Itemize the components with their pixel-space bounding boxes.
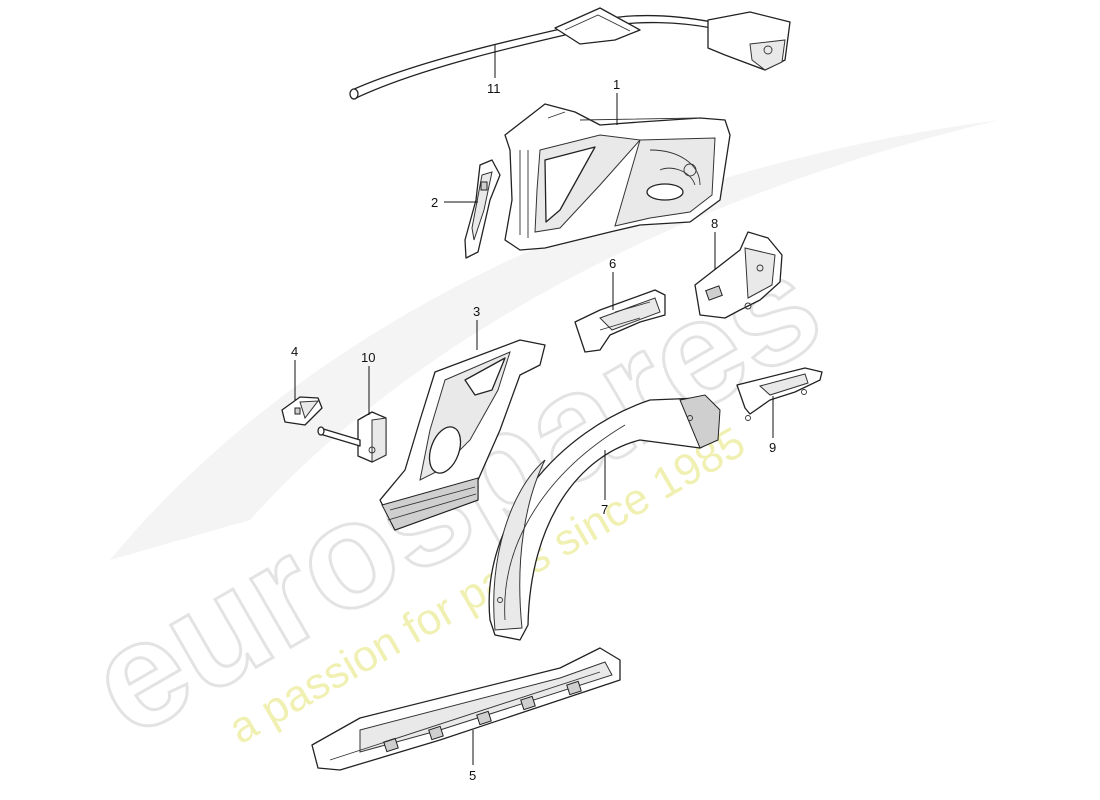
callout-1: 1 bbox=[613, 77, 620, 92]
callout-7: 7 bbox=[601, 502, 608, 517]
part-10-block[interactable] bbox=[317, 411, 387, 463]
part-2-pillar[interactable] bbox=[464, 159, 501, 259]
callout-5: 5 bbox=[469, 768, 476, 783]
callout-8: 8 bbox=[711, 216, 718, 231]
callout-11: 11 bbox=[487, 81, 501, 96]
part-3-inner-quarter-panel[interactable] bbox=[379, 339, 546, 531]
callout-4: 4 bbox=[291, 344, 298, 359]
part-8-plate[interactable] bbox=[694, 231, 783, 319]
part-4-bracket[interactable] bbox=[281, 396, 323, 426]
callout-10: 10 bbox=[361, 350, 375, 365]
sill-holes bbox=[383, 680, 582, 753]
callout-6: 6 bbox=[609, 256, 616, 271]
part-11-roof-rail[interactable] bbox=[349, 7, 791, 100]
part-7-wheel-arch[interactable] bbox=[488, 394, 721, 641]
part-9-rail-bracket[interactable] bbox=[736, 367, 823, 421]
callout-3: 3 bbox=[473, 304, 480, 319]
watermark-swoosh bbox=[110, 120, 1000, 560]
callout-9: 9 bbox=[769, 440, 776, 455]
callouts: 11 1 2 8 6 3 4 10 9 7 5 bbox=[291, 45, 776, 783]
part-1-side-frame[interactable] bbox=[504, 103, 731, 251]
part-5-sill[interactable] bbox=[311, 647, 621, 771]
part-6-bracket[interactable] bbox=[574, 289, 666, 353]
callout-2: 2 bbox=[431, 195, 438, 210]
